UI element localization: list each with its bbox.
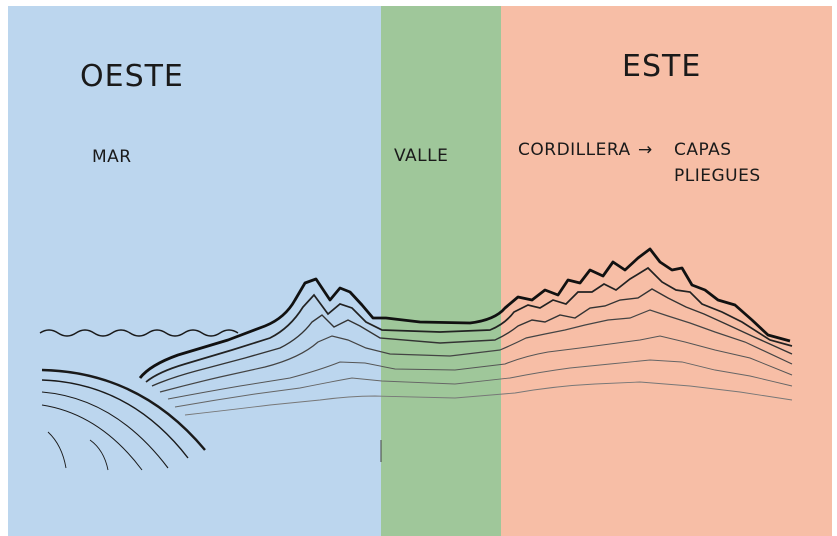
label-arrow: →	[638, 140, 653, 160]
label-valley: VALLE	[394, 146, 448, 166]
label-sea: MAR	[92, 147, 132, 167]
layer-5	[174, 359, 793, 408]
label-west: OESTE	[80, 59, 184, 94]
layer-4	[167, 335, 793, 400]
sea-waves	[39, 329, 239, 337]
layer-3	[159, 309, 793, 393]
east-zone	[501, 6, 832, 536]
label-folds: PLIEGUES	[674, 166, 761, 186]
west-zone	[8, 6, 381, 536]
basement-curves	[41, 368, 206, 471]
layer-6	[184, 381, 793, 416]
layer-2	[151, 288, 793, 387]
valley-zone	[381, 6, 501, 536]
layer-1	[145, 266, 793, 383]
label-layers: CAPAS	[674, 140, 732, 160]
label-range: CORDILLERA	[518, 140, 631, 160]
label-east: ESTE	[622, 49, 701, 84]
surface-profile	[138, 247, 791, 379]
